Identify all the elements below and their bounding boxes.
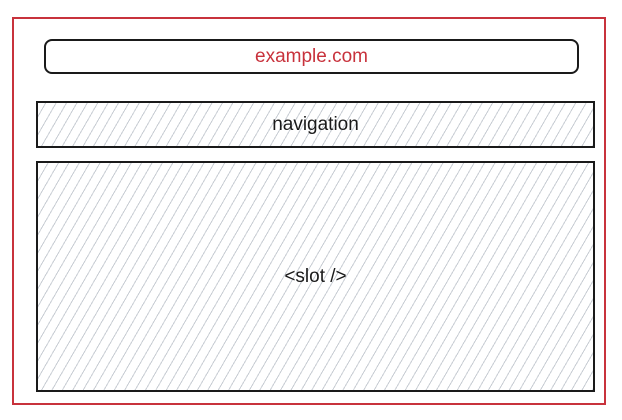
slot-label: <slot /> xyxy=(284,266,347,287)
address-bar-url: example.com xyxy=(255,46,368,67)
navigation-label: navigation xyxy=(272,114,359,135)
address-bar[interactable]: example.com xyxy=(44,39,579,74)
navigation-region: navigation xyxy=(36,101,595,148)
slot-region: <slot /> xyxy=(36,161,595,392)
